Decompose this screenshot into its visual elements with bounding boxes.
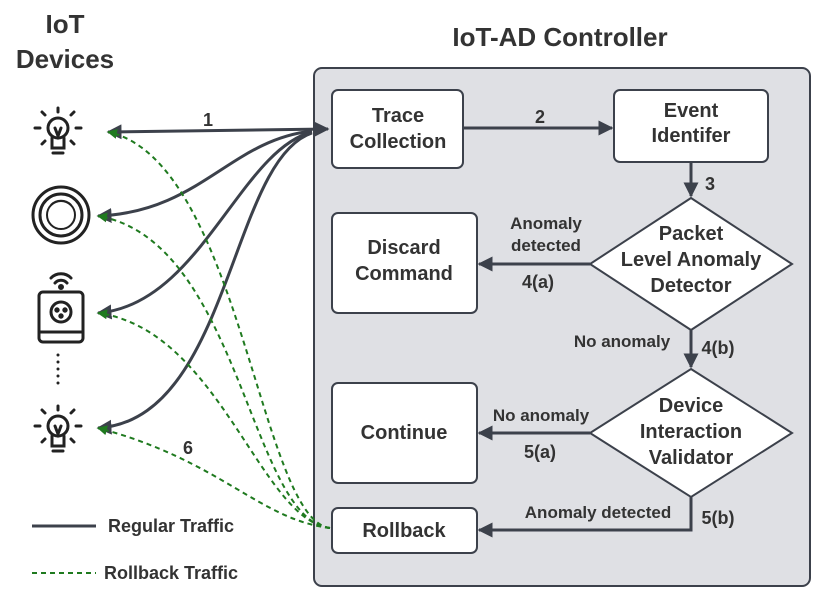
edge-to-speaker xyxy=(96,129,313,223)
flow-edges xyxy=(463,120,699,538)
lightbulb-icon xyxy=(33,106,83,155)
regular-traffic-edges xyxy=(96,121,330,435)
packet-detector-label-3: Detector xyxy=(650,275,731,297)
legend: Regular Traffic Rollback Traffic xyxy=(32,516,238,583)
edge-label-5a: 5(a) xyxy=(524,442,556,462)
edge-to-plug xyxy=(96,130,313,320)
rollback-traffic-edges xyxy=(97,129,331,529)
discard-command-label-2: Command xyxy=(355,263,453,285)
edge-to-bulb2 xyxy=(96,131,313,435)
lightbulb-icon xyxy=(33,404,83,453)
no-anomaly-b: No anomaly xyxy=(493,406,590,425)
edge-label-1: 1 xyxy=(203,110,213,130)
edge-label-6: 6 xyxy=(183,438,193,458)
smart-plug-icon xyxy=(37,272,85,344)
packet-detector-label-2: Level Anomaly xyxy=(621,249,762,271)
edge-label-4a: 4(a) xyxy=(522,272,554,292)
continue-box xyxy=(331,382,478,484)
devices-title-line2: Devices xyxy=(16,44,114,74)
trace-collection-box xyxy=(331,89,464,169)
rollback-box xyxy=(331,507,478,554)
edge-label-3: 3 xyxy=(705,174,715,194)
discard-command-box xyxy=(331,212,478,314)
legend-regular-label: Regular Traffic xyxy=(108,516,234,536)
device-validator-label-3: Validator xyxy=(649,447,734,469)
anomaly-detected-b: Anomaly detected xyxy=(525,503,671,522)
discard-command-label-1: Discard xyxy=(367,237,440,259)
rollback-to-speaker xyxy=(97,212,331,529)
ellipsis-icon xyxy=(56,353,60,385)
device-validator-label-1: Device xyxy=(659,395,724,417)
anomaly-detected-a-line1: Anomaly xyxy=(510,214,582,233)
no-anomaly-a: No anomaly xyxy=(574,332,671,351)
rollback-label: Rollback xyxy=(362,520,446,542)
edge-1 xyxy=(106,121,330,140)
rollback-to-plug xyxy=(97,309,331,529)
rollback-to-bulb2 xyxy=(97,425,331,529)
trace-collection-label-2: Collection xyxy=(350,131,447,153)
edge-5b xyxy=(477,497,693,538)
event-identifier-label-1: Event xyxy=(664,100,719,122)
trace-collection-label-1: Trace xyxy=(372,105,424,127)
event-identifier-label-2: Identifer xyxy=(652,125,731,147)
edge-label-4b: 4(b) xyxy=(702,338,735,358)
anomaly-detected-a-line2: detected xyxy=(511,236,581,255)
controller-title: IoT-AD Controller xyxy=(452,22,667,52)
smart-speaker-icon xyxy=(31,185,91,245)
devices-title-line1: IoT xyxy=(46,9,85,39)
edge-label-2: 2 xyxy=(535,107,545,127)
legend-rollback-label: Rollback Traffic xyxy=(104,563,238,583)
device-validator-label-2: Interaction xyxy=(640,421,742,443)
edge-label-5b: 5(b) xyxy=(702,508,735,528)
continue-label: Continue xyxy=(361,422,448,444)
packet-detector-label-1: Packet xyxy=(659,223,724,245)
rollback-to-bulb1 xyxy=(107,129,331,529)
